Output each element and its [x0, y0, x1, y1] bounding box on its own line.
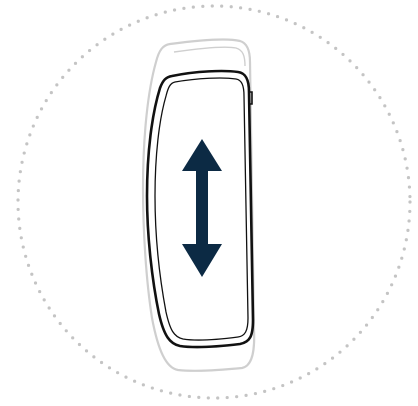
illustration-stage	[0, 0, 418, 406]
band-adjust-illustration	[0, 0, 418, 406]
